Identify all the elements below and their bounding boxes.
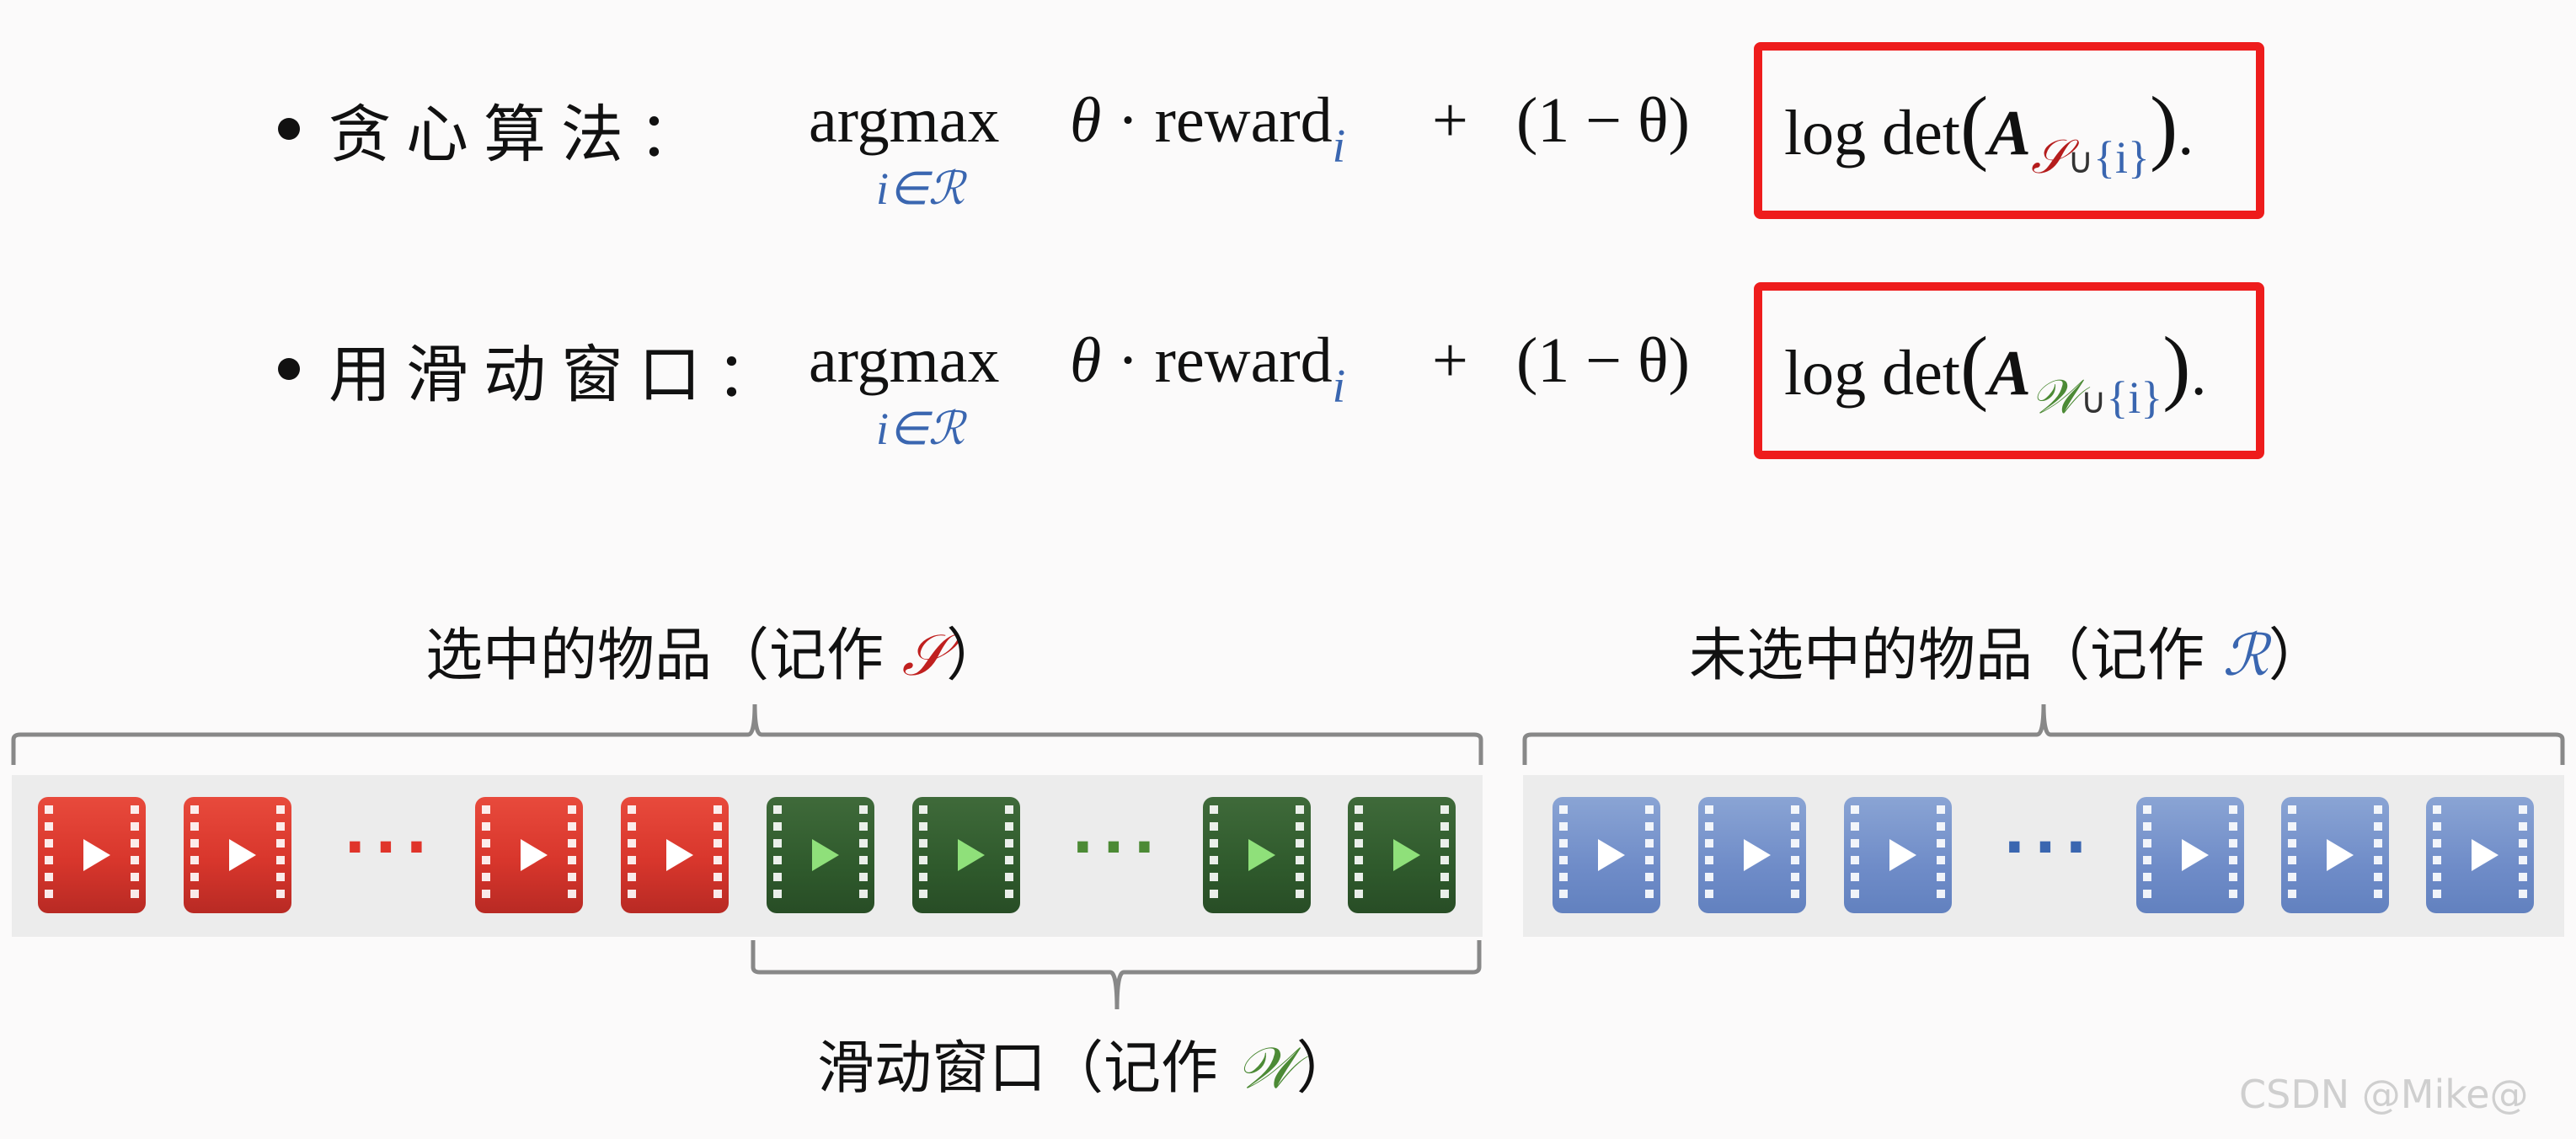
video-tile-window [912, 797, 1020, 913]
video-tile-unselected [2281, 797, 2389, 913]
play-icon [2472, 839, 2499, 871]
one-minus-theta: (1 − θ) [1516, 85, 1690, 156]
play-icon [521, 839, 548, 871]
highlight-box [1754, 282, 2264, 459]
video-tile-unselected [1844, 797, 1952, 913]
reward-term: θ · rewardi [1070, 325, 1346, 413]
ellipsis-window: ··· [1072, 813, 1164, 882]
argmax-text: argmax [809, 85, 1000, 156]
unselected-brace [1521, 699, 2566, 767]
video-tile-unselected [1553, 797, 1660, 913]
ellipsis-selected: ··· [344, 813, 436, 882]
argmax-text: argmax [809, 325, 1000, 396]
video-tile-unselected [1698, 797, 1806, 913]
video-tile-unselected [2426, 797, 2534, 913]
play-icon [2182, 839, 2209, 871]
argmax-subscript: i∈ℛ [876, 404, 965, 454]
plus-sign: + [1432, 85, 1468, 156]
video-tile-window [767, 797, 874, 913]
one-minus-theta: (1 − θ) [1516, 325, 1690, 396]
unselected-items-label: 未选中的物品（记作 ℛ） [1689, 623, 2326, 689]
video-tile-selected [38, 797, 146, 913]
play-icon [2327, 839, 2354, 871]
video-tile-window [1348, 797, 1456, 913]
play-icon [812, 839, 839, 871]
play-icon [958, 839, 985, 871]
watermark-text: CSDN @Mike@ [2239, 1072, 2529, 1117]
window-brace [750, 938, 1484, 1014]
video-tile-unselected [2136, 797, 2244, 913]
logdet-term: log det(A𝒲∪{i}). [1784, 319, 2207, 425]
video-tile-window [1203, 797, 1311, 913]
formula-label: 贪心算法： [329, 99, 716, 171]
formula-row-sliding-window: 用滑动窗口： argmax i∈ℛ θ · rewardi + (1 − θ) … [0, 282, 2576, 459]
video-tile-selected [184, 797, 291, 913]
logdet-term: log det(A𝒮∪{i}). [1784, 79, 2194, 184]
play-icon [83, 839, 110, 871]
selected-items-label: 选中的物品（记作 𝒮） [425, 623, 1004, 689]
sliding-window-label: 滑动窗口（记作 𝒲） [817, 1035, 1354, 1102]
video-tile-selected [621, 797, 729, 913]
formula-label: 用滑动窗口： [329, 339, 794, 411]
play-icon [1889, 839, 1916, 871]
play-icon [1248, 839, 1275, 871]
selected-brace [10, 699, 1484, 767]
reward-term: θ · rewardi [1070, 85, 1346, 173]
bullet-icon [278, 358, 300, 380]
play-icon [666, 839, 693, 871]
play-icon [1744, 839, 1771, 871]
play-icon [1598, 839, 1625, 871]
ellipsis-unselected: ··· [2003, 813, 2096, 882]
video-tile-selected [475, 797, 583, 913]
highlight-box [1754, 42, 2264, 219]
bullet-icon [278, 118, 300, 140]
plus-sign: + [1432, 325, 1468, 396]
argmax-subscript: i∈ℛ [876, 163, 965, 214]
unselected-strip [1523, 775, 2564, 937]
formula-row-greedy: 贪心算法： argmax i∈ℛ θ · rewardi + (1 − θ) l… [0, 42, 2576, 219]
play-icon [229, 839, 256, 871]
play-icon [1393, 839, 1420, 871]
